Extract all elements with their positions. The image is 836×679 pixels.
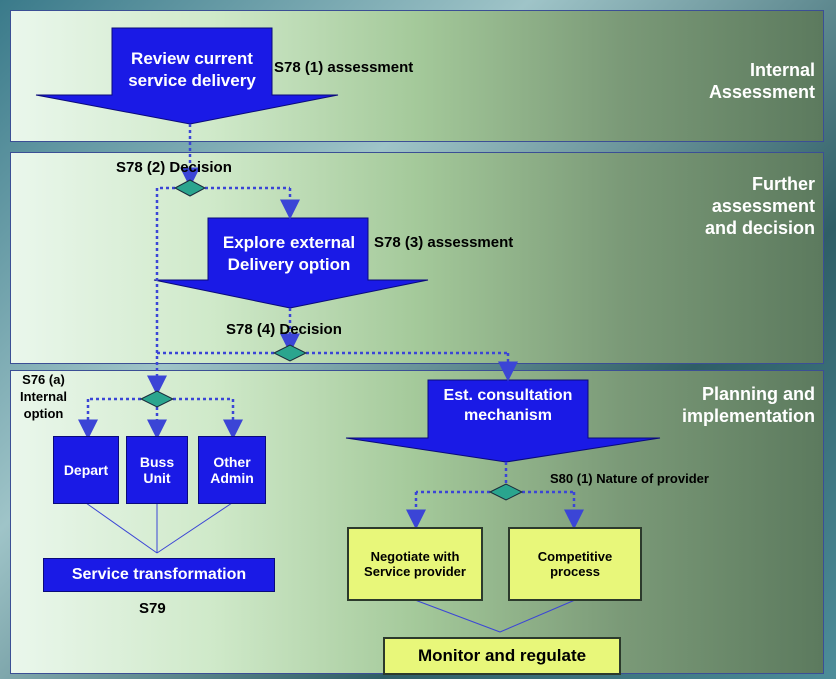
negotiate-box: Negotiate with Service provider	[347, 527, 483, 601]
decision2-label: S78 (2) Decision	[116, 159, 232, 176]
review-label: Review current service delivery	[128, 49, 256, 90]
competitive-box: Competitive process	[508, 527, 642, 601]
band-label-internal: Internal Assessment	[708, 60, 815, 102]
decision4-label: S78 (4) Decision	[226, 321, 342, 338]
decision-diamond-s76	[139, 390, 175, 408]
s80-label: S80 (1) Nature of provider	[550, 471, 709, 486]
consult-label: Est. consultation mechanism	[443, 387, 573, 424]
monitor-box: Monitor and regulate	[383, 637, 621, 675]
consult-arrow-shape	[345, 379, 661, 463]
band-label-planning: Planning and implementation	[681, 384, 815, 426]
explore-note: S78 (3) assessment	[374, 234, 514, 251]
other-admin-box: Other Admin	[198, 436, 266, 504]
s79-label: S79	[139, 600, 166, 617]
band-label-further: Further assessment and decision	[704, 174, 815, 238]
s76-label: S76 (a) Internal option	[20, 372, 67, 421]
decision-diamond-s80	[488, 483, 524, 501]
buss-unit-box: Buss Unit	[126, 436, 188, 504]
decision-diamond-s78-4	[272, 344, 308, 362]
depart-box: Depart	[53, 436, 119, 504]
explore-label: Explore external Delivery option	[222, 233, 356, 274]
service-transformation-box: Service transformation	[43, 558, 275, 592]
review-note: S78 (1) assessment	[274, 59, 414, 76]
decision-diamond-s78-2	[173, 179, 207, 197]
review-arrow-shape	[35, 27, 339, 125]
explore-arrow-shape	[153, 217, 429, 309]
further-assessment-band: Further assessment and decision	[10, 152, 824, 364]
